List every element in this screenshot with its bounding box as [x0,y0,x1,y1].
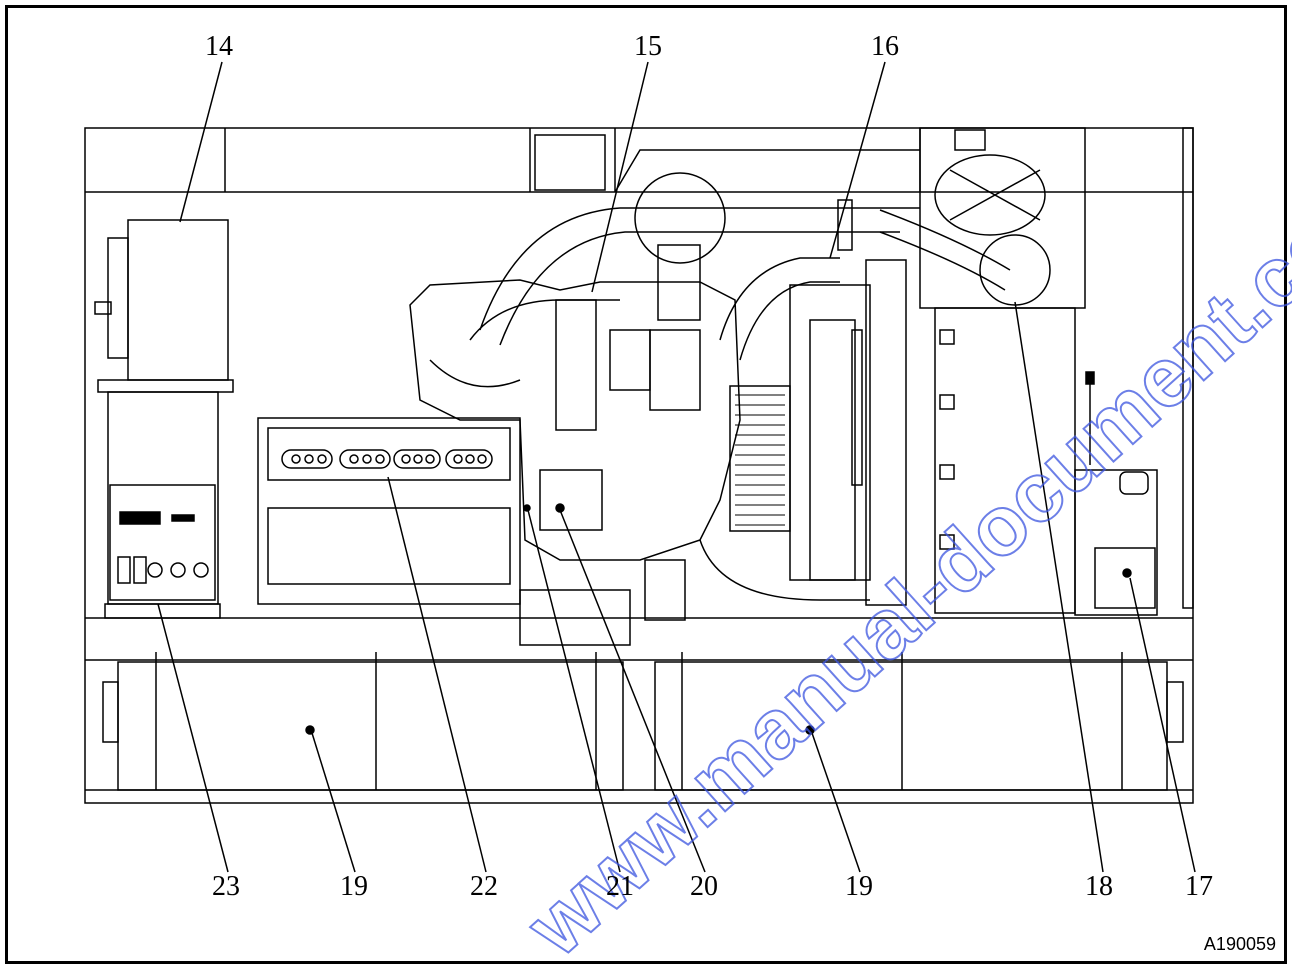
watermark-text: www.manual-document.com to order your pa… [508,0,1292,969]
callout-14: 14 [205,31,233,62]
leader-18 [1014,301,1104,873]
leader-22 [387,476,487,873]
callout-17: 17 [1185,871,1213,902]
leader-20 [559,509,706,873]
control-box-14 [94,219,234,393]
callout-22: 22 [470,871,498,902]
callout-18: 18 [1085,871,1113,902]
leader-16 [829,61,886,259]
leader-21 [527,509,621,873]
leader-19b [811,732,861,873]
leader-lines [157,61,1196,873]
leader-15 [591,61,649,293]
air-cleaner-18 [919,127,1086,614]
alternator-vents [281,449,493,469]
output-panel-23 [104,391,221,619]
leader-14 [179,61,223,223]
callout-16: 16 [871,31,899,62]
leader-23 [157,603,229,873]
callout-19b: 19 [845,871,873,902]
callout-19a: 19 [340,871,368,902]
radiator [699,259,907,606]
piping [479,149,1011,361]
callout-21: 21 [606,871,634,902]
figure-id: A190059 [1203,934,1276,954]
drawing-frame [5,5,1287,964]
callout-23: 23 [212,871,240,902]
fuel-filler-17 [1074,371,1158,616]
callout-15: 15 [634,31,662,62]
leader-19a [311,732,356,873]
callout-20: 20 [690,871,718,902]
fuel-tanks-19 [102,652,1184,791]
leader-17 [1129,577,1196,873]
engine [409,279,741,646]
